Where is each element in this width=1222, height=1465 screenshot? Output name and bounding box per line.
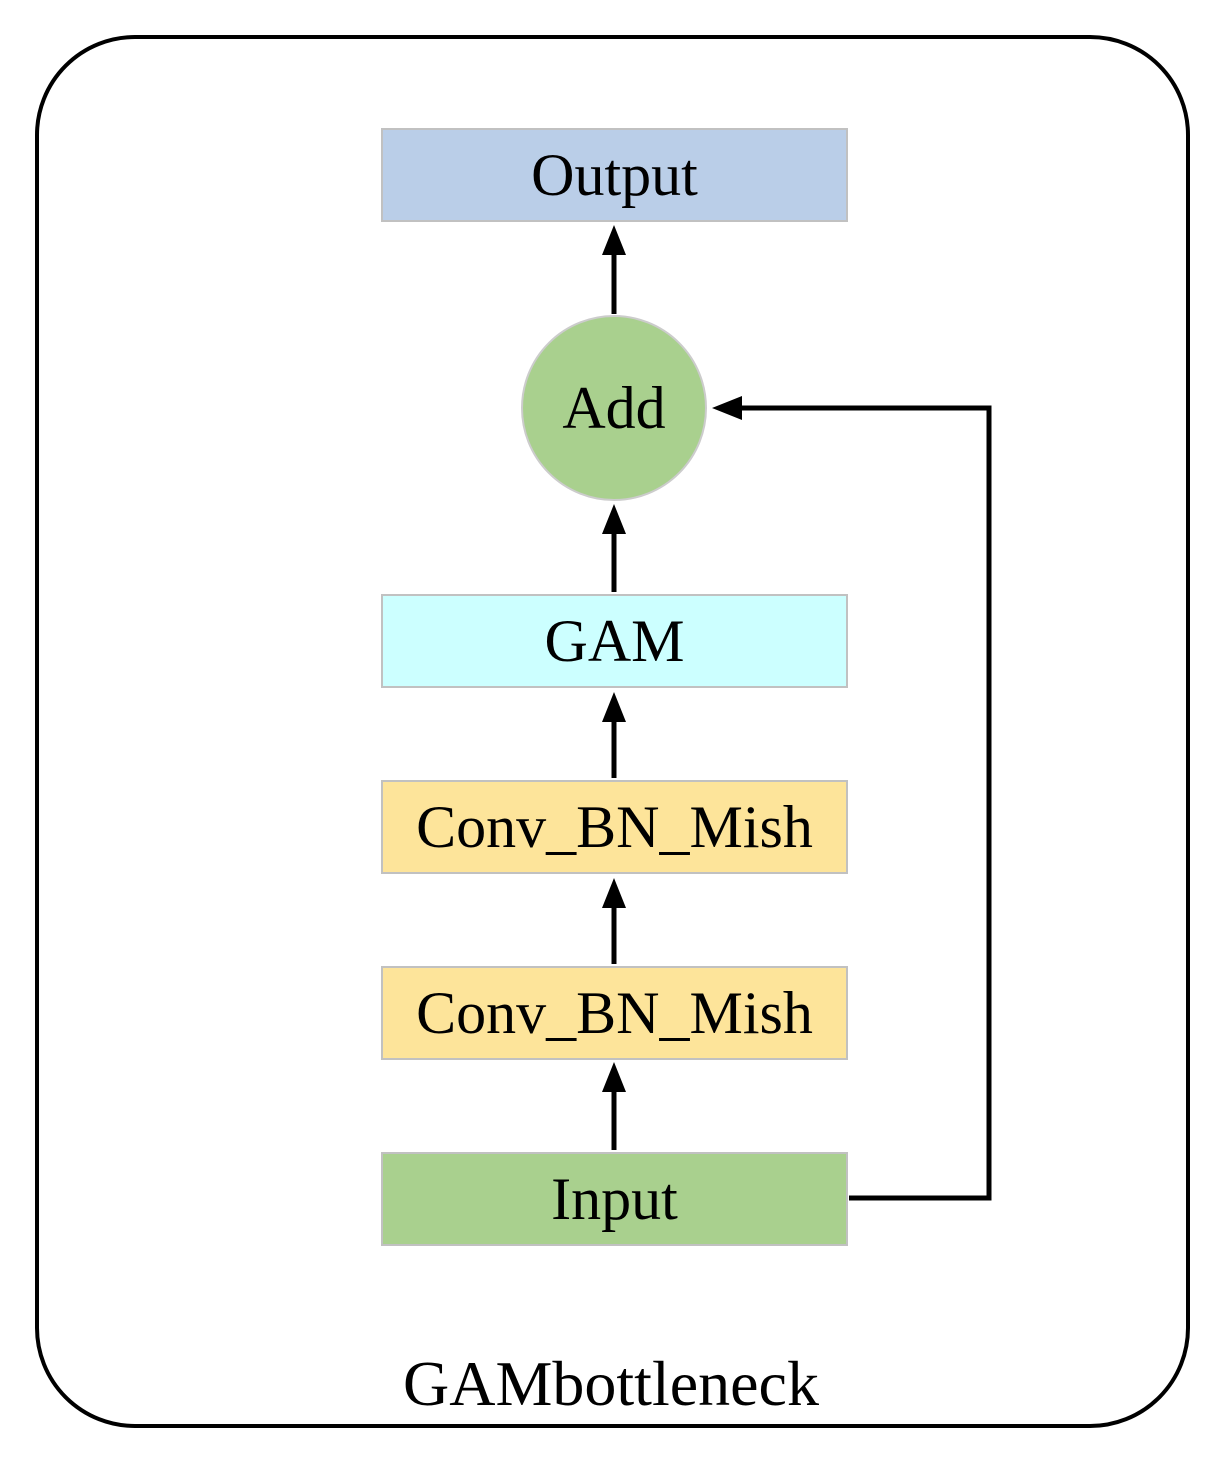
- node-add: Add: [521, 315, 707, 501]
- module-frame: [35, 35, 1190, 1428]
- node-gam: GAM: [381, 594, 848, 688]
- node-output: Output: [381, 128, 848, 222]
- node-conv-bn-mish-lower: Conv_BN_Mish: [381, 966, 848, 1060]
- node-input: Input: [381, 1152, 848, 1246]
- diagram-title: GAMbottleneck: [403, 1348, 819, 1419]
- node-conv-bn-mish-upper: Conv_BN_Mish: [381, 780, 848, 874]
